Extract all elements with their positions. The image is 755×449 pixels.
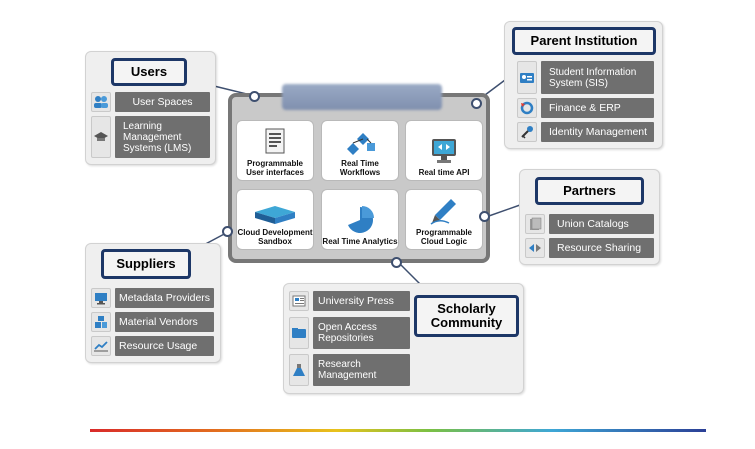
monitor-icon [91,288,111,308]
folder-icon [289,317,309,349]
catalog-icon [525,214,545,234]
tile-label: Real Time Workflows [339,159,381,177]
line-chart-icon [91,336,111,356]
pie-chart-icon [348,206,374,233]
item-label: Identity Management [541,122,654,142]
graduation-cap-icon [91,116,111,158]
press-icon [289,291,309,311]
metadata-providers-item[interactable]: Metadata Providers [91,288,214,308]
api-monitor-icon [432,139,456,163]
item-label: University Press [313,291,410,311]
item-label: User Spaces [115,92,210,112]
tile-real-time-api[interactable]: Real time API [405,120,483,181]
item-label: Learning Management Systems (LMS) [115,116,210,158]
connector-dot-suppliers [222,226,233,237]
tile-programmable-cloud-logic[interactable]: Programmable Cloud Logic [405,189,483,250]
material-vendors-item[interactable]: Material Vendors [91,312,214,332]
identity-item[interactable]: Identity Management [517,122,654,142]
connector-dot-parent [471,98,482,109]
users-title: Users [111,58,187,86]
flask-icon [289,354,309,386]
item-label: Resource Sharing [549,238,654,258]
item-label: Material Vendors [115,312,214,332]
tile-real-time-analytics[interactable]: Real Time Analytics [321,189,399,250]
key-icon [517,122,537,142]
platform-title-blurred [282,84,442,110]
finance-item[interactable]: Finance & ERP [517,98,654,118]
connector-dot-users [249,91,260,102]
item-label: Metadata Providers [115,288,214,308]
university-press-item[interactable]: University Press [289,291,410,311]
item-label: Student Information System (SIS) [541,61,654,94]
item-label: Open Access Repositories [313,317,410,349]
lms-item[interactable]: Learning Management Systems (LMS) [91,116,210,158]
pen-icon [430,199,456,225]
item-label: Research Management [313,354,410,386]
partners-title: Partners [535,177,644,205]
tile-label: Real time API [418,168,470,177]
boxes-icon [91,312,111,332]
item-label: Finance & ERP [541,98,654,118]
share-icon [525,238,545,258]
id-card-icon [517,61,537,94]
workflow-icon [347,133,375,155]
resource-usage-item[interactable]: Resource Usage [91,336,214,356]
tile-label: Programmable Cloud Logic [415,228,473,246]
connector-dot-scholarly [391,257,402,268]
finance-icon [517,98,537,118]
suppliers-title: Suppliers [101,249,191,279]
users-icon [91,92,111,112]
parent-institution-title: Parent Institution [512,27,656,55]
scholarly-community-title: Scholarly Community [414,295,519,337]
tile-label: Real Time Analytics [322,237,398,246]
user-spaces-item[interactable]: User Spaces [91,92,210,112]
sis-item[interactable]: Student Information System (SIS) [517,61,654,94]
connector-dot-partners [479,211,490,222]
rainbow-divider [90,429,706,432]
research-management-item[interactable]: Research Management [289,354,410,386]
open-access-item[interactable]: Open Access Repositories [289,317,410,349]
union-catalogs-item[interactable]: Union Catalogs [525,214,654,234]
resource-sharing-item[interactable]: Resource Sharing [525,238,654,258]
tile-cloud-sandbox[interactable]: Cloud Development Sandbox [236,189,314,250]
tile-real-time-workflows[interactable]: Real Time Workflows [321,120,399,181]
sandbox-icon [255,206,295,224]
document-icon [265,128,285,154]
tile-programmable-ui[interactable]: Programmable User interfaces [236,120,314,181]
tile-label: Cloud Development Sandbox [237,228,313,246]
item-label: Union Catalogs [549,214,654,234]
tile-label: Programmable User interfaces [246,159,304,177]
item-label: Resource Usage [115,336,214,356]
